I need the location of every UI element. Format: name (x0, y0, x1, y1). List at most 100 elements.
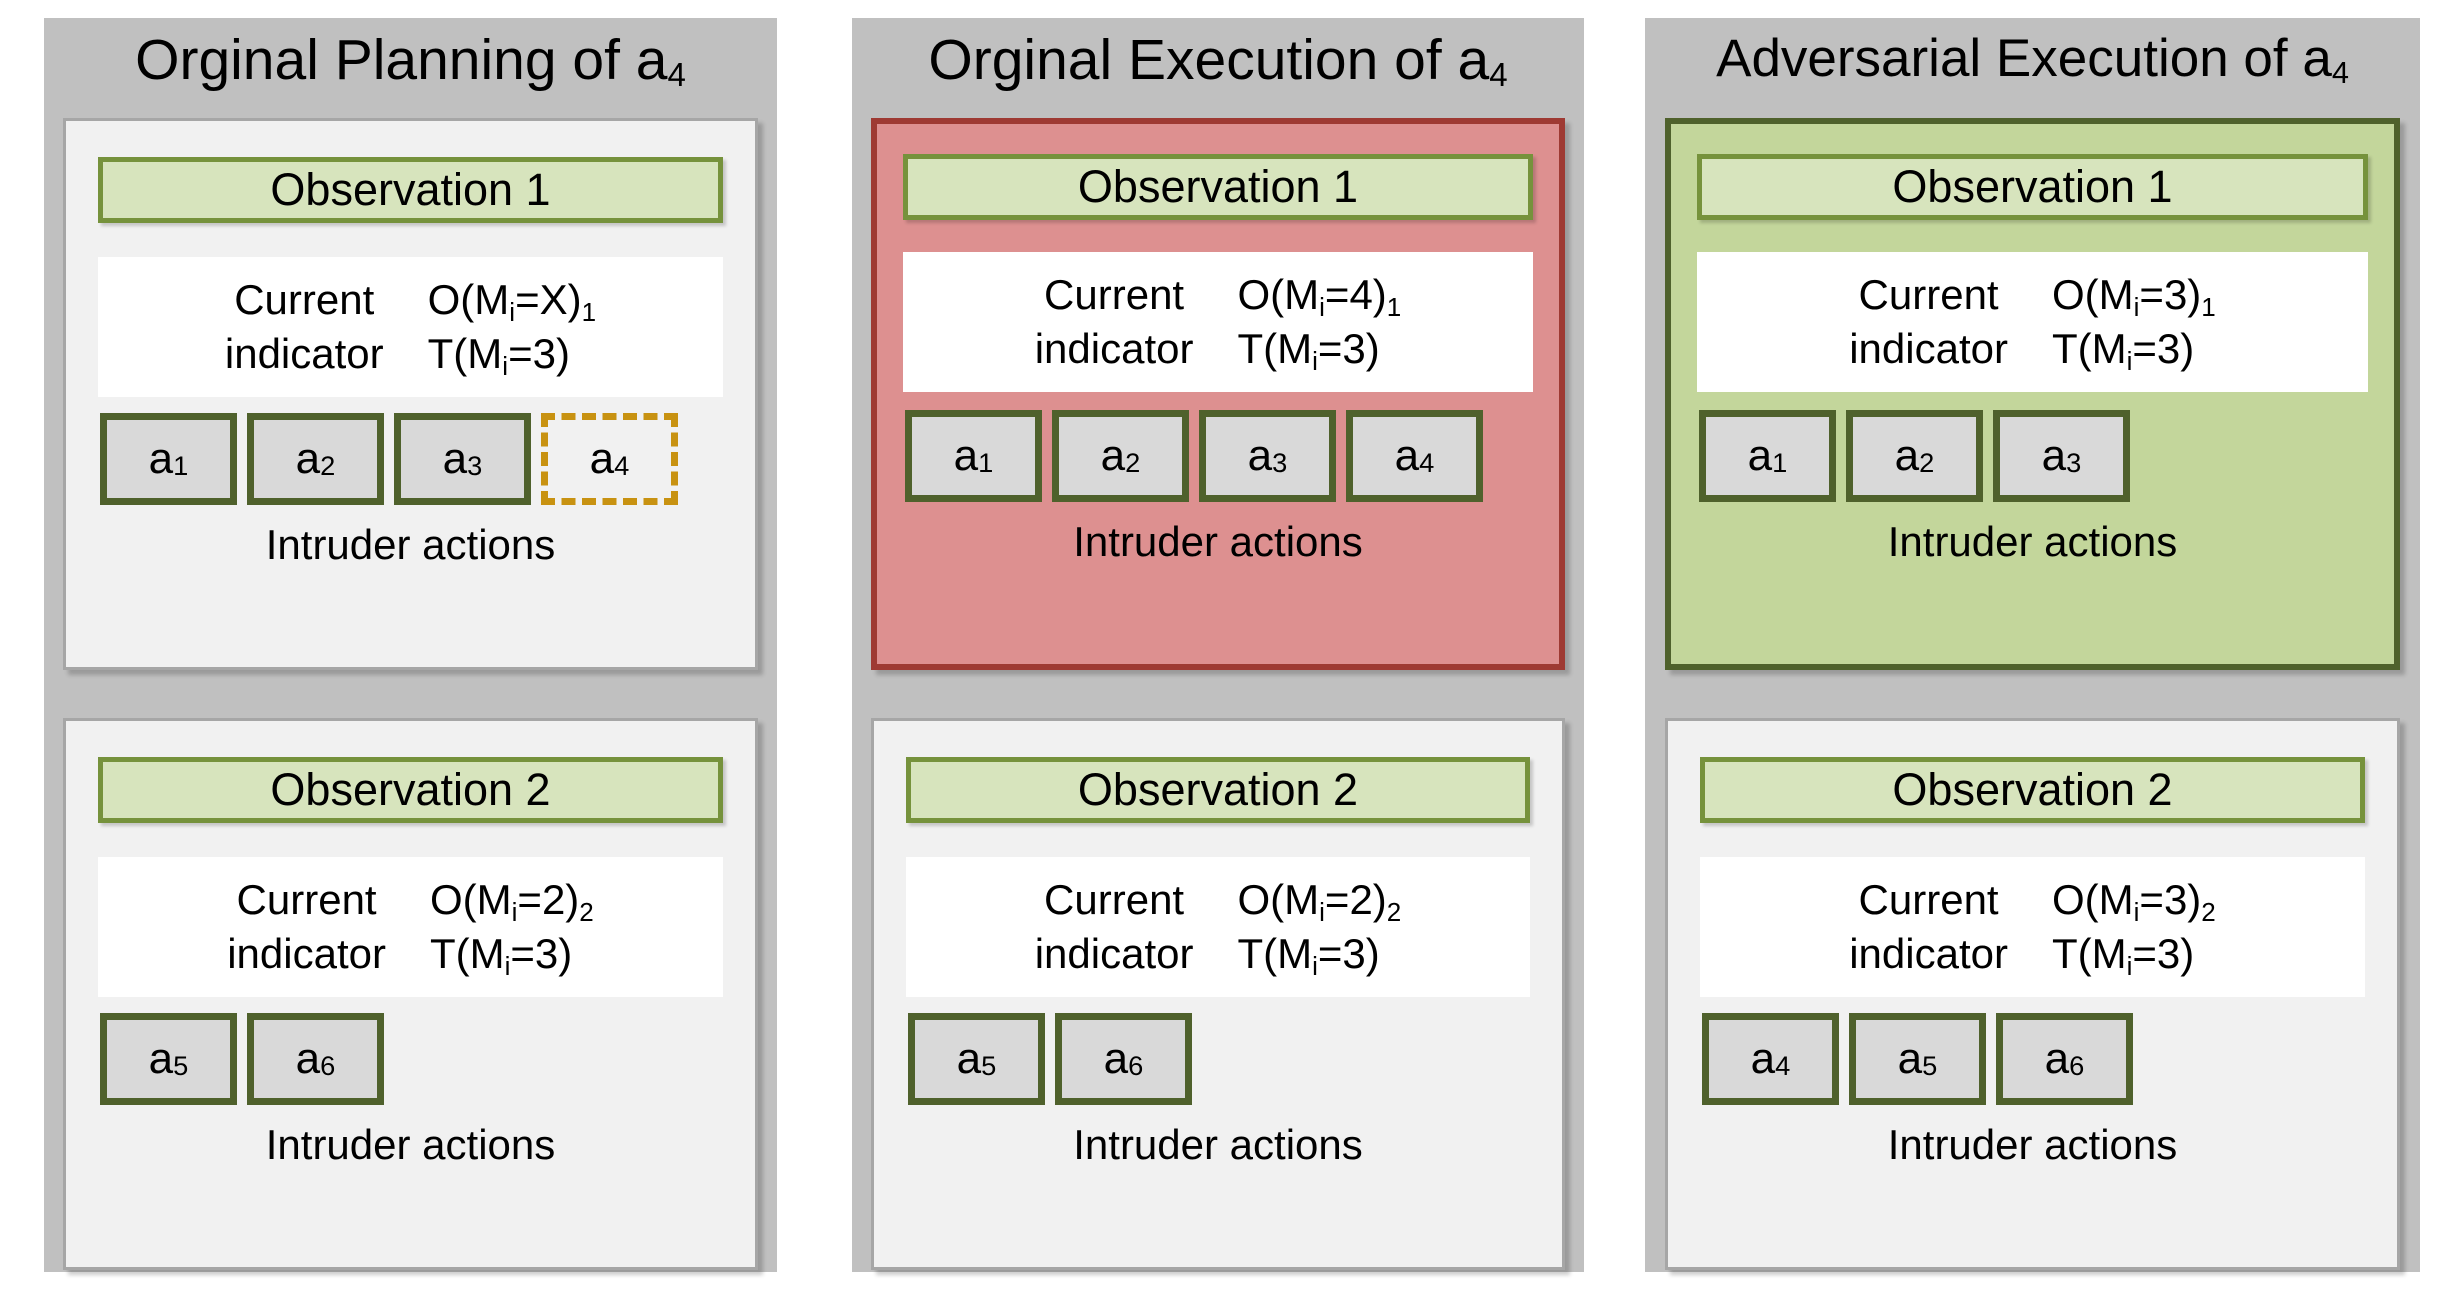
subscript: 5 (981, 1049, 997, 1081)
action-label: a (589, 434, 615, 483)
observation-value-mid: =4) (1324, 271, 1387, 319)
threshold-fn: T(M (2051, 325, 2127, 372)
observation-chip: Observation 2 (1700, 757, 2365, 823)
observation-chip: Observation 1 (98, 157, 723, 223)
observation-value: O(Mi=2)2 (429, 876, 594, 927)
column-title-orginal-execution: Orginal Execution of a4 (852, 32, 1584, 93)
subscript: 1 (173, 449, 189, 481)
observation-value-mid: =X) (515, 276, 582, 324)
observation-fn: O(M (427, 276, 510, 324)
subscript: 1 (1386, 291, 1402, 322)
subscript: 4 (614, 449, 630, 481)
indicator-left-line2: indicator (1034, 930, 1194, 977)
threshold-value: T(Mi=3) (2052, 930, 2195, 981)
threshold-fn: T(M (429, 930, 505, 977)
indicator-left-line1: Current (1044, 271, 1185, 319)
subscript: 6 (320, 1049, 336, 1081)
subscript: 6 (1128, 1049, 1144, 1081)
observation-label: Observation 1 (1077, 161, 1359, 212)
column-title-text: Orginal Planning of a (135, 28, 668, 92)
subscript: 2 (579, 896, 594, 927)
threshold-value-mid: =3) (508, 330, 570, 377)
subscript: 3 (1272, 446, 1288, 478)
subscript: i (2133, 291, 2140, 322)
subscript: i (1319, 291, 1325, 322)
indicator-left-line1: Current (236, 876, 377, 924)
subscript: 1 (1772, 446, 1788, 478)
threshold-value-mid: =3) (2132, 930, 2195, 977)
observation-value: O(Mi=3)2 (2052, 876, 2216, 927)
intruder-actions-caption: Intruder actions (1073, 1121, 1363, 1168)
indicator-left-line1: Current (1044, 876, 1185, 924)
subscript: 1 (581, 296, 597, 327)
subscript: 1 (978, 446, 994, 478)
subscript: 3 (467, 449, 483, 481)
intruder-actions-caption: Intruder actions (1073, 518, 1363, 565)
observation-value: O(Mi=4)1 (1237, 271, 1401, 322)
action-label: a (1103, 1034, 1129, 1083)
observation-fn: O(M (2051, 271, 2134, 319)
subscript: i (511, 896, 518, 927)
observation-fn: O(M (429, 876, 512, 924)
indicator-left-line2: indicator (1849, 930, 2008, 977)
subscript: 2 (2201, 896, 2216, 927)
threshold-fn: T(M (1237, 930, 1313, 977)
threshold-fn: T(M (1237, 325, 1313, 372)
action-label: a (295, 1034, 321, 1083)
observation-value-mid: =3) (2139, 876, 2202, 924)
threshold-value-mid: =3) (2132, 325, 2195, 372)
observation-chip: Observation 1 (1697, 154, 2368, 220)
action-label: a (1750, 1034, 1776, 1083)
action-label: a (953, 431, 979, 480)
subscript: 6 (2069, 1049, 2085, 1081)
subscript: 2 (320, 449, 336, 481)
indicator-left-label: Current indicator (1035, 873, 1194, 981)
indicator-left-label: Current indicator (1849, 873, 2008, 981)
observation-label: Observation 2 (270, 764, 551, 815)
observation-value: O(Mi=2)2 (1237, 876, 1401, 927)
observation-fn: O(M (1237, 876, 1320, 924)
action-label: a (1894, 431, 1920, 480)
indicator-left-line1: Current (1858, 876, 1999, 924)
subscript: 2 (1386, 896, 1402, 927)
column-orginal-execution: Orginal Execution of a4 Observation 1 Curr… (852, 18, 1584, 1272)
